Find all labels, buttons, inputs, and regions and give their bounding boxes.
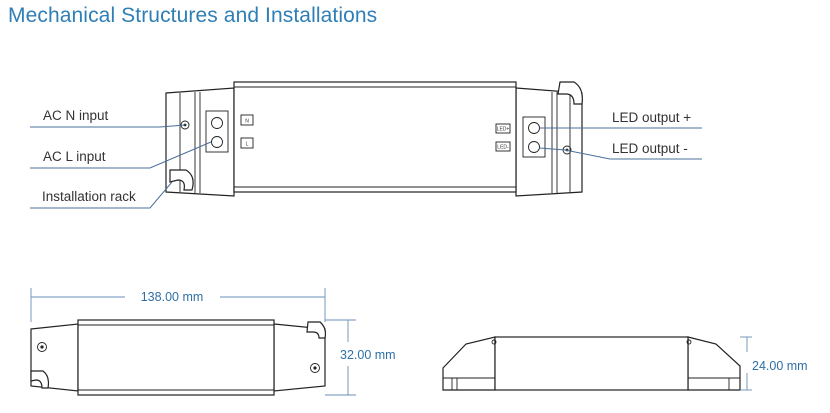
length-dimension: 138.00 mm xyxy=(141,290,204,304)
right-mounting-slot xyxy=(557,81,583,105)
callout-ac-l-line xyxy=(30,141,212,169)
main-housing xyxy=(233,81,517,193)
left-mounting-slot xyxy=(169,169,194,191)
led-output-minus-label: LED output - xyxy=(612,141,688,156)
led-output-plus-label: LED output + xyxy=(612,110,691,125)
ac-l-input-label: AC L input xyxy=(43,149,106,164)
driver-side-view xyxy=(442,336,741,391)
terminal-led-plus-label: LED+ xyxy=(497,127,510,133)
width-dimension: 32.00 mm xyxy=(340,348,396,362)
driver-plan-view xyxy=(30,319,327,396)
terminal-l-label: L xyxy=(246,142,249,148)
height-dimension: 24.00 mm xyxy=(752,359,808,373)
installation-rack-label: Installation rack xyxy=(42,189,136,204)
terminal-led-minus-label: LED- xyxy=(497,145,509,151)
callout-ac-n-line xyxy=(30,124,186,128)
ac-n-input-label: AC N input xyxy=(43,108,109,123)
terminal-n-label: N xyxy=(245,119,249,125)
callout-rack-line xyxy=(30,181,173,209)
right-end-cap xyxy=(515,87,583,197)
section-title: Mechanical Structures and Installations xyxy=(8,4,378,27)
callout-led-minus-line xyxy=(539,147,702,160)
driver-top-view: N L LED+ LED- xyxy=(165,81,583,197)
